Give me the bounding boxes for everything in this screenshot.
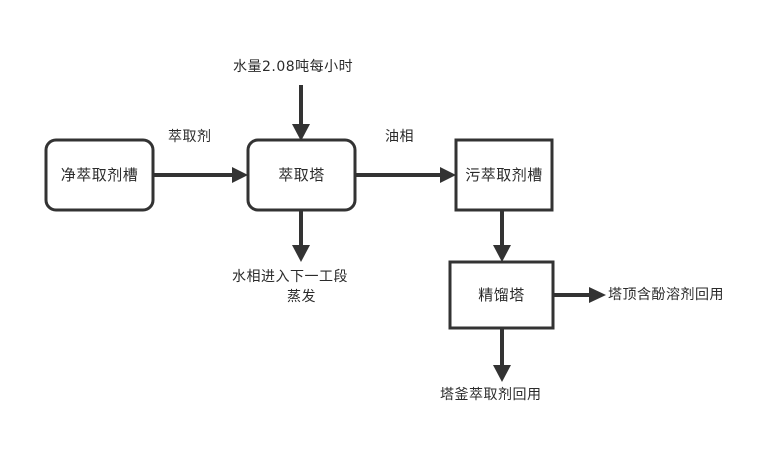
node-label-distillation-column: 精馏塔 [478, 286, 525, 304]
edge-label-water-phase-out-line2: 蒸发 [287, 289, 316, 305]
connector-distillation-to-bottoms [493, 328, 511, 382]
node-label-extraction-column: 萃取塔 [278, 166, 325, 184]
node-label-clean-solvent-tank: 净萃取剂槽 [60, 166, 139, 184]
connector-dirty-tank-to-distillation [493, 210, 511, 262]
edge-label-overhead-recycle: 塔顶含酚溶剂回用 [608, 287, 724, 303]
edge-label-oil-phase: 油相 [385, 129, 414, 145]
connector-distillation-to-overhead [553, 287, 606, 303]
edge-label-water-feed: 水量2.08吨每小时 [233, 59, 354, 75]
node-label-dirty-solvent-tank: 污萃取剂槽 [465, 166, 543, 184]
edge-label-bottoms-recycle: 塔釜萃取剂回用 [440, 387, 542, 403]
connector-column-to-water-phase [292, 210, 310, 262]
edge-label-water-phase-out-line1: 水相进入下一工段 [232, 269, 348, 285]
connector-column-to-dirty-tank [355, 167, 456, 183]
connector-clean-tank-to-column [153, 167, 248, 183]
connector-water-feed-to-column [292, 85, 310, 141]
edge-label-extractant: 萃取剂 [168, 129, 212, 145]
